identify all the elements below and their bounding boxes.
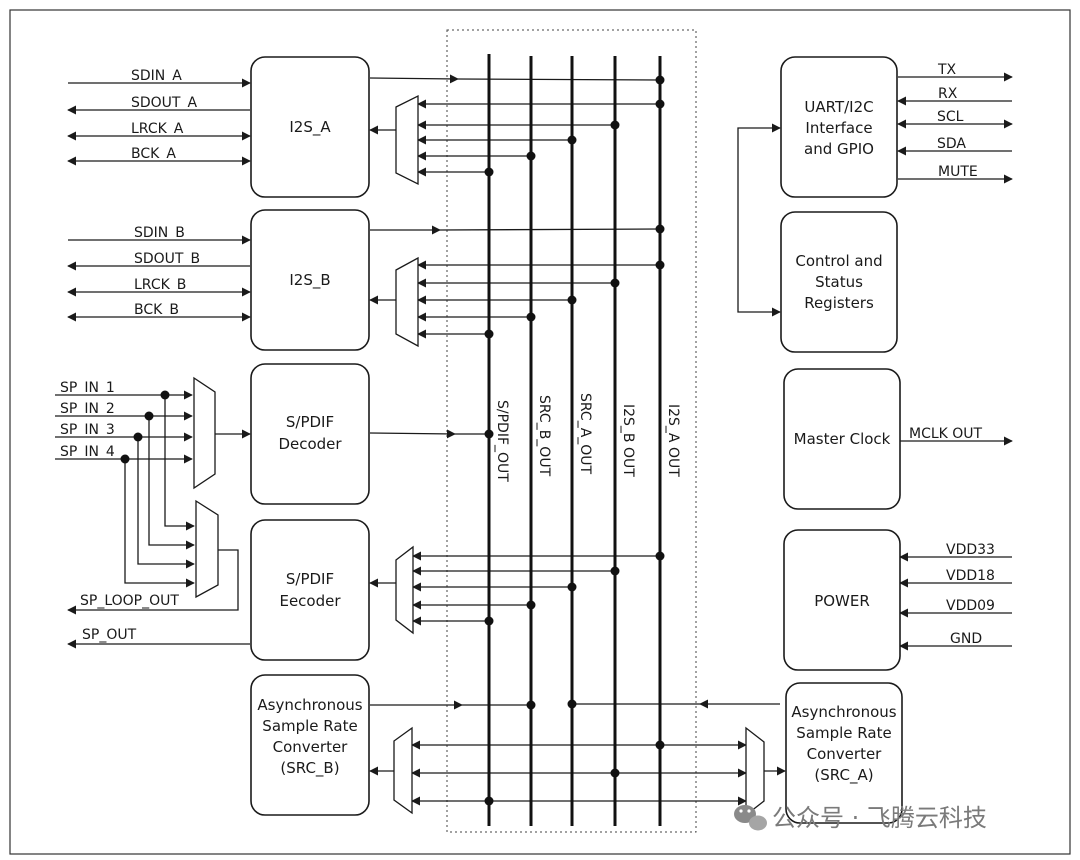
block-i2s-a-label: I2S_A (289, 118, 331, 137)
label-gnd: GND (950, 631, 982, 647)
bus-label-spdif-out: S/PDIF_OUT (494, 400, 510, 482)
block-src-b (250, 674, 370, 816)
label-rx: RX (938, 86, 958, 102)
label-sp-in-3: SP_IN_3 (60, 422, 115, 438)
bus-label-i2s-b-out: I2S_B OUT (620, 404, 636, 477)
mux-i2s-a (395, 94, 419, 186)
block-master-clock-label: Master Clock (794, 430, 891, 448)
bus-lines (487, 54, 662, 826)
label-vdd33: VDD33 (946, 542, 995, 558)
block-src-b-label-3: Converter (273, 738, 349, 756)
label-sp-in-4: SP_IN_4 (60, 444, 115, 460)
mux-spdif-loop (195, 499, 219, 599)
block-control-label-1: Control and (795, 252, 882, 270)
block-src-a-label-1: Asynchronous (791, 703, 896, 721)
block-control-label-3: Registers (804, 294, 874, 312)
block-master-clock (783, 368, 901, 510)
mux-i2s-b (395, 256, 419, 348)
block-spdif-encoder-label-2: Eecoder (279, 592, 341, 610)
block-spdif-decoder-label-2: Decoder (278, 435, 342, 453)
mux-src-b (393, 726, 413, 815)
mux-spdif-enc (395, 545, 414, 635)
block-spdif-decoder (250, 363, 370, 505)
block-src-a-label-2: Sample Rate (796, 724, 891, 742)
label-sp-out: SP_OUT (82, 627, 137, 643)
wechat-icon (734, 805, 767, 831)
block-spdif-encoder-label-1: S/PDIF (286, 570, 334, 588)
block-i2s-b (250, 209, 370, 351)
bus-label-src-b-out: SRC_B_OUT (536, 395, 552, 477)
block-spdif-decoder-label-1: S/PDIF (286, 413, 334, 431)
signal-labels: SDIN_A SDOUT_A LRCK_A BCK_A SDIN_B SDOUT… (60, 62, 995, 647)
label-mute: MUTE (938, 164, 978, 180)
label-tx: TX (937, 62, 957, 78)
label-sda: SDA (937, 136, 966, 152)
block-spdif-encoder (250, 519, 370, 661)
label-bck-b: BCK_B (134, 302, 179, 318)
block-control-registers (780, 211, 898, 353)
block-uart-i2c-label-1: UART/I2C (804, 98, 873, 116)
block-i2s-b-label: I2S_B (289, 271, 330, 290)
block-power (783, 529, 901, 671)
label-sdin-b: SDIN_B (134, 225, 185, 241)
watermark-text: 公众号 · 飞腾云科技 (772, 804, 987, 832)
block-uart-i2c-label-2: Interface (805, 119, 872, 137)
junctions (120, 75, 665, 806)
label-lrck-a: LRCK_A (131, 121, 184, 137)
watermark: 公众号 · 飞腾云科技 (734, 804, 987, 832)
bus-labels: S/PDIF_OUT SRC_B_OUT SRC_A_OUT I2S_B OUT… (494, 393, 681, 482)
label-mclk-out: MCLK OUT (909, 426, 983, 442)
mux-spdif-in (193, 376, 216, 490)
label-vdd09: VDD09 (946, 598, 995, 614)
block-src-a (785, 682, 903, 824)
label-bck-a: BCK_A (131, 146, 176, 162)
block-control-label-2: Status (815, 273, 863, 291)
label-lrck-b: LRCK_B (134, 277, 186, 293)
outer-frame (9, 9, 1071, 855)
block-src-b-label-4: (SRC_B) (280, 759, 339, 778)
label-sp-loop-out: SP_LOOP_OUT (80, 593, 179, 609)
label-sdout-a: SDOUT_A (131, 95, 197, 111)
muxes (193, 94, 765, 817)
block-uart-i2c-label-3: and GPIO (804, 140, 874, 158)
block-src-a-label-4: (SRC_A) (814, 766, 873, 785)
mux-src-a (745, 726, 765, 817)
label-scl: SCL (937, 109, 964, 125)
label-sp-in-1: SP_IN_1 (60, 380, 115, 396)
label-sdout-b: SDOUT_B (134, 251, 200, 267)
block-power-label: POWER (814, 592, 870, 610)
block-src-a-label-3: Converter (807, 745, 883, 763)
block-i2s-a (250, 56, 370, 198)
block-uart-i2c (780, 56, 898, 198)
bus-label-src-a-out: SRC_A_OUT (577, 393, 593, 475)
block-src-b-label-2: Sample Rate (262, 717, 357, 735)
label-sdin-a: SDIN_A (131, 68, 182, 84)
label-vdd18: VDD18 (946, 568, 995, 584)
bus-label-i2s-a-out: I2S_A OUT (665, 404, 681, 477)
block-src-b-label-1: Asynchronous (257, 696, 362, 714)
label-sp-in-2: SP_IN_2 (60, 401, 115, 417)
